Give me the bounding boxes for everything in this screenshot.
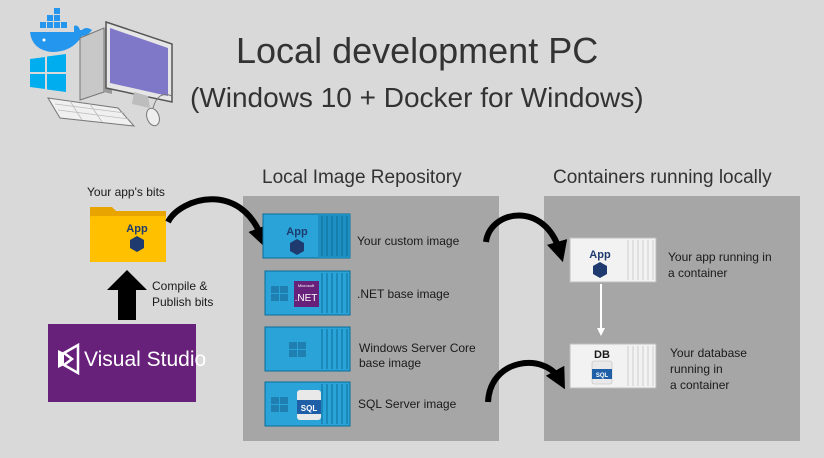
image-windows-server-core <box>264 326 351 372</box>
container-db-badge: DB <box>594 349 610 361</box>
image-dotnet-label: .NET base image <box>357 287 450 301</box>
visual-studio-logo-icon <box>48 324 196 402</box>
image-sql-label: SQL Server image <box>358 397 457 411</box>
image-wsc-label-line1: Windows Server Core <box>359 341 476 355</box>
folder-icon: App <box>90 207 166 262</box>
image-custom-label: Your custom image <box>357 234 460 248</box>
containers-panel <box>544 196 800 441</box>
docker-whale-icon <box>30 8 92 52</box>
containers-title: Containers running locally <box>553 167 772 188</box>
image-dotnet: Microsoft .NET <box>264 270 351 316</box>
app-bits-label: Your app's bits <box>87 185 165 199</box>
visual-studio-label: Visual Studio <box>84 348 207 371</box>
up-arrow-icon <box>107 270 147 320</box>
desktop-pc-icon <box>47 20 173 127</box>
container-db-label-line2: running in <box>670 362 723 376</box>
container-db-label-line3: a container <box>670 378 730 392</box>
container-db: DB SQL <box>569 343 657 389</box>
folder-app-label: App <box>126 223 148 235</box>
compile-label-line2: Publish bits <box>152 295 214 309</box>
page-title: Local development PC <box>236 30 599 71</box>
container-db-label-line1: Your database <box>670 346 747 360</box>
dotnet-badge-top: Microsoft <box>298 283 315 288</box>
page-subtitle: (Windows 10 + Docker for Windows) <box>190 82 644 113</box>
windows-logo-icon <box>30 54 66 92</box>
sql-badge: SQL <box>301 404 318 413</box>
vs-infinity-icon <box>58 342 80 376</box>
container-db-sql-badge: SQL <box>596 373 609 379</box>
repository-title: Local Image Repository <box>262 167 462 188</box>
dotnet-badge: .NET <box>295 293 318 304</box>
curved-arrow-icon <box>165 196 269 248</box>
container-app-label-line1: Your app running in <box>668 250 772 264</box>
container-app-badge: App <box>589 249 611 261</box>
compile-label-line1: Compile & <box>152 279 208 293</box>
container-app-label-line2: a container <box>668 266 728 280</box>
image-sql-server: SQL <box>264 381 351 427</box>
image-custom-badge: App <box>286 226 308 238</box>
curved-arrow-icon <box>485 360 565 403</box>
image-wsc-label-line2: base image <box>359 356 422 370</box>
image-custom: App <box>262 213 351 259</box>
curved-arrow-icon <box>483 212 568 263</box>
container-app: App <box>569 237 657 283</box>
